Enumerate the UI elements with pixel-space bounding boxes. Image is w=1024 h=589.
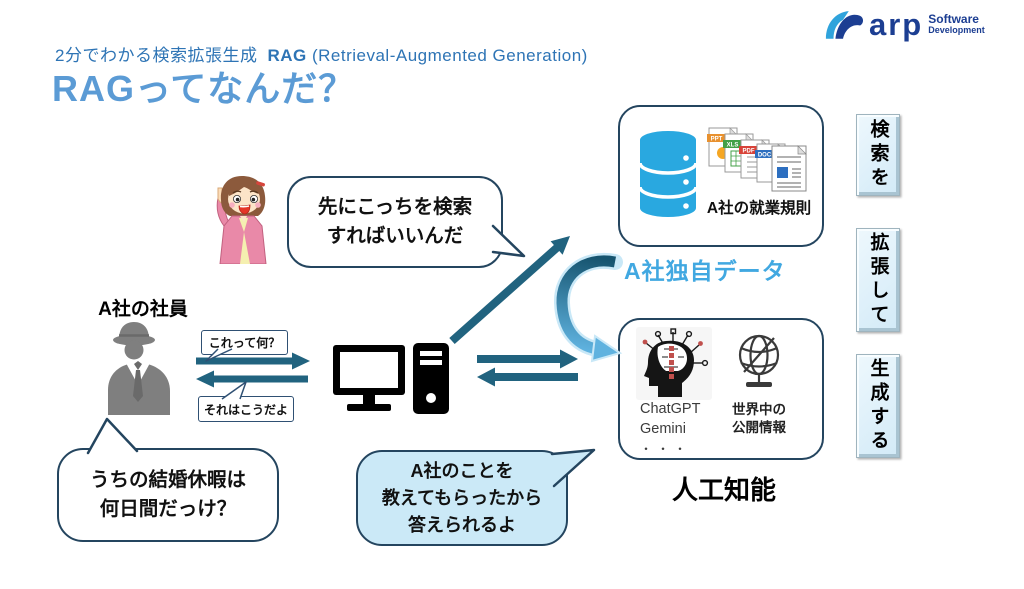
company-logo: arp Software Development: [824, 8, 985, 41]
logo-sub2: Development: [928, 25, 985, 36]
computer-icon: [333, 343, 449, 414]
reply-callout: それはこうだよ: [198, 396, 294, 422]
svg-text:DOC: DOC: [758, 152, 772, 158]
curved-arrowhead: [590, 334, 623, 363]
ai-service-more: ・・・: [640, 442, 692, 456]
database-icon: [638, 131, 698, 217]
answer-bubble: A社のことを 教えてもらったから 答えられるよ: [356, 450, 568, 546]
world-info-label: 世界中の 公開情報: [732, 402, 786, 436]
step-generate: 生成する: [856, 354, 900, 458]
arrow-pc-to-user: [196, 370, 308, 388]
employee-person-icon: [108, 322, 170, 415]
question-bubble: うちの結婚休暇は 何日間だっけ？: [57, 448, 279, 542]
logo-swoosh-icon: [825, 11, 864, 39]
ai-brain-icon: [636, 327, 712, 400]
arrow-user-to-pc: [196, 352, 310, 370]
svg-text:PPT: PPT: [711, 136, 723, 142]
document-files-icon: PPT XLS PDF DOC: [707, 127, 807, 192]
arrow-pc-to-ai: [477, 349, 578, 369]
svg-text:XLS: XLS: [727, 142, 739, 148]
svg-text:PDF: PDF: [743, 148, 755, 154]
subtitle-acronym: RAG: [267, 46, 307, 65]
step-search: 検索を: [856, 114, 900, 196]
employee-label: A社の社員: [98, 299, 188, 320]
own-data-label: A社独自データ: [624, 258, 786, 284]
database-label: A社の就業規則: [706, 200, 812, 217]
ai-service-1: ChatGPT: [640, 401, 701, 417]
subtitle-rest: (Retrieval-Augmented Generation): [306, 46, 588, 65]
logo-brand: arp: [869, 7, 924, 42]
globe-icon: [738, 334, 780, 387]
woman-character-icon: [216, 176, 267, 264]
subtitle-prefix: 2分でわかる検索拡張生成: [55, 46, 258, 65]
ai-caption: 人工知能: [671, 475, 776, 505]
arrow-ai-to-pc: [477, 367, 578, 387]
curved-arrow: [556, 255, 617, 355]
ai-services: ChatGPT Gemini ・・・: [640, 399, 716, 459]
subtitle: 2分でわかる検索拡張生成 RAG (Retrieval-Augmented Gen…: [55, 41, 588, 66]
ai-service-2: Gemini: [640, 421, 686, 437]
curved-arrow-glow: [554, 252, 623, 357]
page-title: RAGってなんだ？: [52, 68, 356, 109]
ask-callout: これって何？: [201, 330, 288, 355]
step-augment: 拡張して: [856, 228, 900, 332]
logo-sub1: Software: [928, 12, 979, 27]
hint-bubble: 先にこっちを検索 すればいいんだ: [287, 176, 503, 268]
